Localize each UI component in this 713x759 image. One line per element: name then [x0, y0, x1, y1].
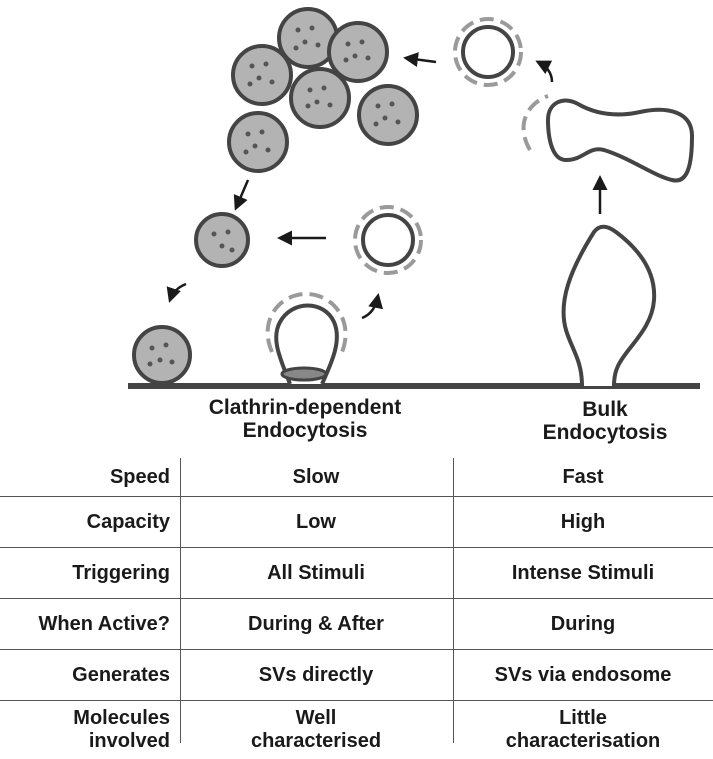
- bulk-endosome: [524, 96, 692, 181]
- clathrin-value: SVs directly: [180, 650, 452, 700]
- row-label: Capacity: [0, 497, 170, 547]
- bulk-heading: Bulk Endocytosis: [520, 398, 690, 444]
- endocytosis-diagram: [0, 0, 713, 450]
- synaptic-vesicle: [134, 327, 190, 383]
- coated-vesicle-middle: [355, 207, 421, 273]
- bulk-invagination: [564, 227, 655, 386]
- table-row: When Active? During & After During: [0, 598, 713, 649]
- table-row: Triggering All Stimuli Intense Stimuli: [0, 547, 713, 598]
- table-row: Speed Slow Fast: [0, 458, 713, 496]
- synaptic-vesicle: [196, 214, 248, 266]
- row-label: Generates: [0, 650, 170, 700]
- comparison-table: Speed Slow Fast Capacity Low High Trigge…: [0, 458, 713, 759]
- table-row: Molecules involved Well characterised Li…: [0, 700, 713, 759]
- clathrin-value: Low: [180, 497, 452, 547]
- bulk-value: Intense Stimuli: [453, 548, 713, 598]
- bulk-value: Little characterisation: [453, 701, 713, 759]
- budding-clathrin-pit: [268, 294, 346, 384]
- row-label: When Active?: [0, 599, 170, 649]
- arrow-to-cluster: [406, 58, 436, 62]
- synaptic-vesicle: [359, 86, 417, 144]
- row-label: Speed: [0, 458, 170, 496]
- synaptic-vesicle: [233, 46, 291, 104]
- table-row: Generates SVs directly SVs via endosome: [0, 649, 713, 700]
- row-label: Molecules involved: [0, 701, 170, 759]
- synaptic-vesicle: [329, 23, 387, 81]
- vesicle-cluster: [134, 9, 417, 383]
- bulk-value: High: [453, 497, 713, 547]
- synaptic-vesicle: [229, 113, 287, 171]
- table-row: Capacity Low High: [0, 496, 713, 547]
- bulk-value: SVs via endosome: [453, 650, 713, 700]
- bulk-value: Fast: [453, 458, 713, 496]
- arrow-curve-up-right: [362, 296, 378, 318]
- arrow-curve-up: [538, 62, 552, 82]
- row-label: Triggering: [0, 548, 170, 598]
- arrow-down-left: [236, 180, 248, 208]
- clathrin-value: All Stimuli: [180, 548, 452, 598]
- clathrin-heading: Clathrin-dependent Endocytosis: [170, 396, 440, 442]
- coated-vesicle-top: [455, 19, 521, 85]
- clathrin-value: Slow: [180, 458, 452, 496]
- clathrin-value: Well characterised: [180, 701, 452, 759]
- arrow-curve-left: [170, 284, 186, 300]
- clathrin-value: During & After: [180, 599, 452, 649]
- bulk-value: During: [453, 599, 713, 649]
- synaptic-vesicle: [291, 69, 349, 127]
